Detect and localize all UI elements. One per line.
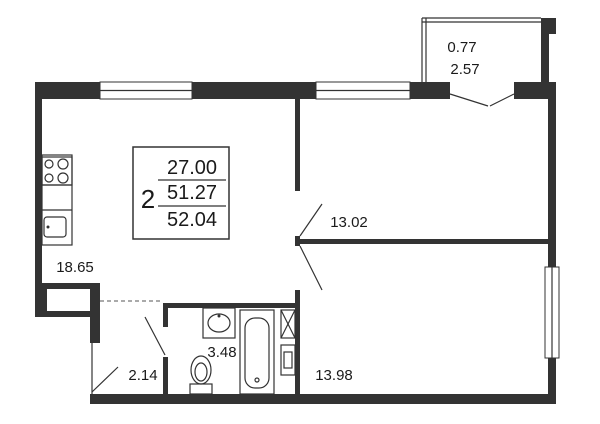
balcony xyxy=(421,17,541,107)
toilet-icon xyxy=(189,355,213,395)
outer-walls xyxy=(35,18,556,404)
windows xyxy=(99,81,560,359)
kitchen-counter xyxy=(41,154,73,246)
interior-walls xyxy=(91,99,548,394)
washing-machine-icon xyxy=(280,344,296,376)
room-count: 2 xyxy=(141,184,155,214)
bedroom-2-area: 13.98 xyxy=(315,367,353,384)
living-area: 27.00 xyxy=(167,157,217,179)
apartment-summary: 2 27.00 51.27 52.04 xyxy=(132,146,230,240)
stove-icon xyxy=(41,156,73,186)
bathroom-area: 3.48 xyxy=(207,344,236,361)
hallway-area: 2.14 xyxy=(128,367,157,384)
balcony-full-area: 2.57 xyxy=(450,61,479,78)
bathtub-icon xyxy=(239,309,275,395)
washbasin-icon xyxy=(202,307,236,339)
kitchen-living-area: 18.65 xyxy=(56,259,94,276)
total-area-with-balcony: 52.04 xyxy=(167,209,217,231)
balcony-reduced-area: 0.77 xyxy=(447,39,476,56)
sink-icon xyxy=(43,216,67,238)
shaft-icon xyxy=(280,309,296,339)
total-area: 51.27 xyxy=(167,182,217,204)
bedroom-1-area: 13.02 xyxy=(330,214,368,231)
room-labels: 0.77 2.57 18.65 13.02 3.48 2.14 13.98 xyxy=(56,39,479,384)
